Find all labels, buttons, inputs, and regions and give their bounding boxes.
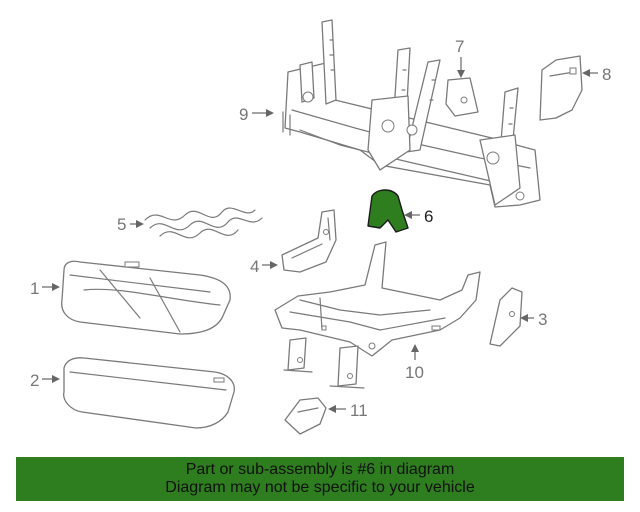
callout-1: 1 <box>30 279 60 298</box>
banner-line-2: Diagram may not be specific to your vehi… <box>165 479 475 496</box>
callout-2: 2 <box>30 371 60 390</box>
svg-text:7: 7 <box>455 37 464 56</box>
callout-8: 8 <box>582 65 611 84</box>
svg-text:8: 8 <box>602 65 611 84</box>
svg-text:5: 5 <box>117 215 126 234</box>
svg-text:11: 11 <box>350 401 368 420</box>
part-10-base-frame[interactable] <box>274 241 481 389</box>
callout-9: 9 <box>239 105 274 124</box>
svg-text:4: 4 <box>250 257 259 276</box>
callout-11: 11 <box>328 401 368 420</box>
svg-text:6: 6 <box>424 207 433 226</box>
callout-4: 4 <box>250 257 278 276</box>
callout-6: 6 <box>404 207 433 226</box>
svg-text:2: 2 <box>30 371 39 390</box>
callout-5: 5 <box>117 215 144 234</box>
svg-text:1: 1 <box>30 279 39 298</box>
callout-3: 3 <box>520 310 547 329</box>
callout-7: 7 <box>455 37 465 78</box>
part-2-pad[interactable] <box>63 357 235 429</box>
svg-text:10: 10 <box>405 363 424 382</box>
callout-10: 10 <box>405 344 424 382</box>
part-11-cover[interactable] <box>284 397 327 435</box>
banner-line-1: Part or sub-assembly is #6 in diagram <box>185 461 455 478</box>
svg-text:9: 9 <box>239 105 248 124</box>
part-7-bracket[interactable] <box>445 77 479 117</box>
part-1-cushion[interactable] <box>61 260 231 335</box>
part-6-highlighted[interactable] <box>367 189 409 233</box>
part-5-spring[interactable] <box>144 207 263 239</box>
info-banner: Part or sub-assembly is #6 in diagram Di… <box>16 457 624 501</box>
part-3-trim[interactable] <box>489 287 523 347</box>
part-4-bracket[interactable] <box>281 209 337 273</box>
svg-text:3: 3 <box>538 310 547 329</box>
part-9-seat-frame[interactable] <box>282 19 541 208</box>
parts-diagram: 9 7 8 6 5 <box>30 19 611 435</box>
part-8-cover[interactable] <box>539 55 583 121</box>
